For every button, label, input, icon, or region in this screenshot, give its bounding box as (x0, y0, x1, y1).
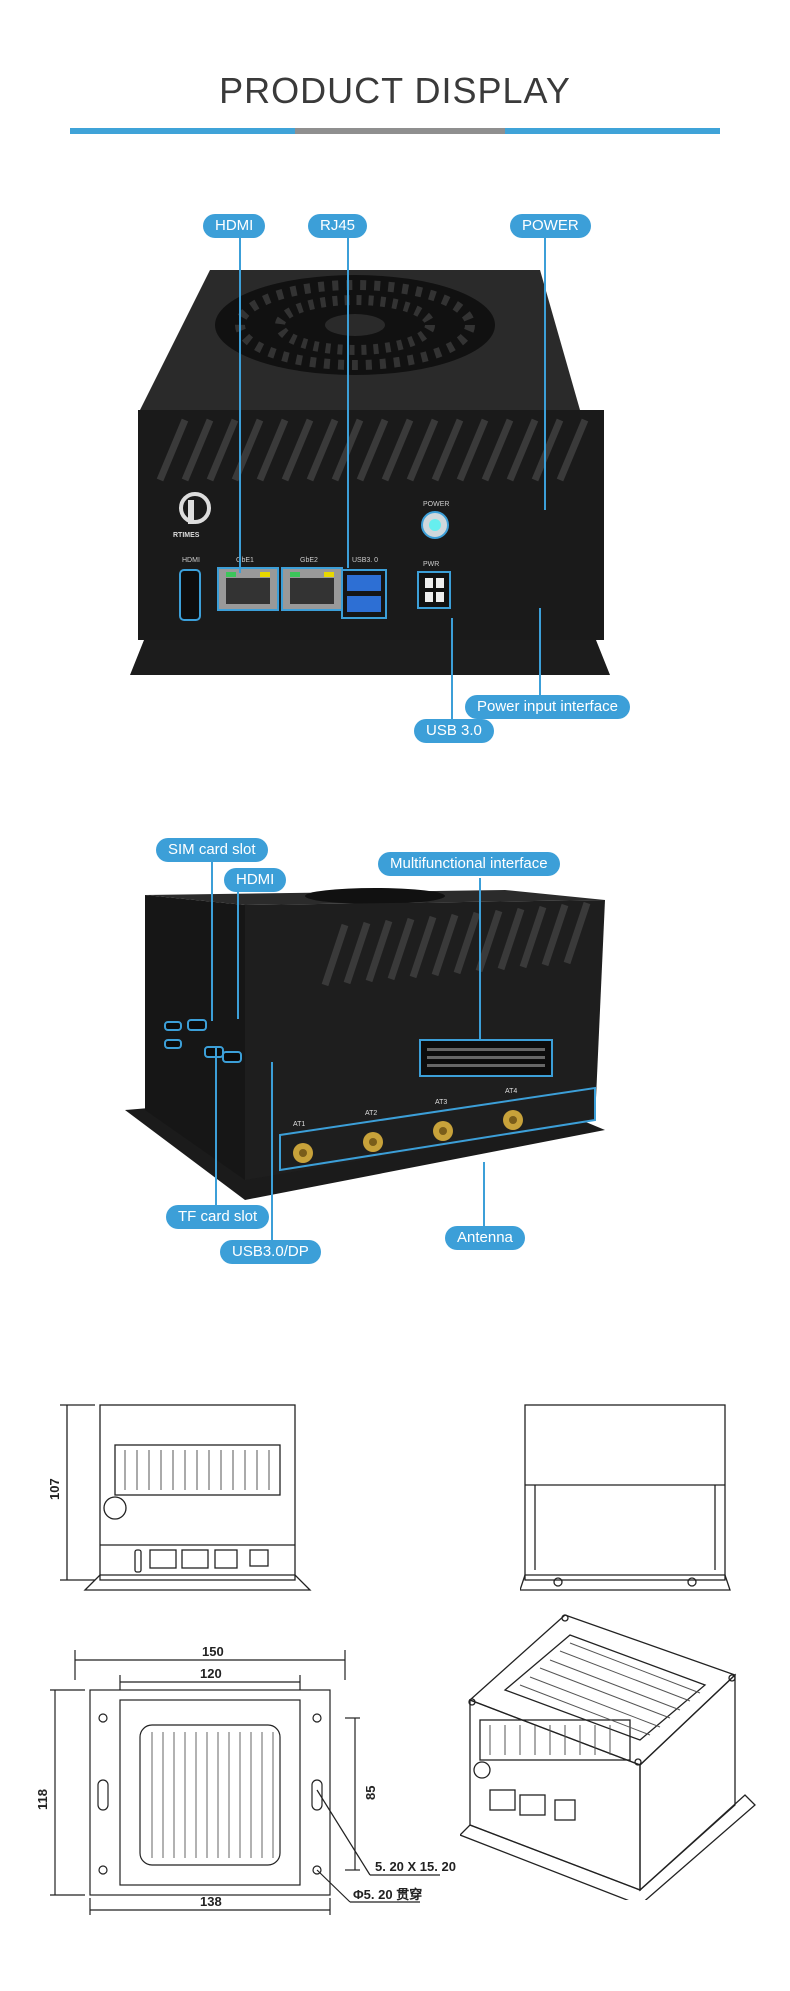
dim-base-width: 138 (200, 1894, 222, 1909)
callout-line-usb-v (451, 618, 453, 720)
panel-label-gbe2: GbE2 (300, 557, 318, 564)
title-underline-middle (295, 128, 505, 134)
drawing-front-elevation: 107 (47, 1404, 312, 1591)
title-underline-left (70, 128, 295, 134)
dim-top-depth: 118 (35, 1789, 50, 1810)
antenna-label-at2: AT2 (365, 1110, 377, 1117)
antenna-label-at4: AT4 (505, 1088, 517, 1095)
dim-hole-diameter: Φ5. 20 贯穿 (353, 1887, 422, 1902)
page-title: PRODUCT DISPLAY (219, 70, 571, 111)
callout-hdmi: HDMI (203, 214, 266, 238)
callout-power: POWER (510, 214, 591, 238)
panel-label-power: POWER (423, 501, 449, 508)
callout-usb3-dp: USB3.0/DP (220, 1240, 321, 1264)
panel-label-hdmi: HDMI (182, 557, 200, 564)
dim-slot-size: 5. 20 X 15. 20 (375, 1859, 456, 1874)
callout-line-power (544, 238, 546, 510)
callout-line-multi (479, 878, 481, 1040)
callout-multifunctional-interface: Multifunctional interface (378, 852, 560, 876)
drawing-top-view: 150 120 118 85 5. 20 X 15. 20 138 Φ5. 20… (35, 1644, 456, 1915)
antenna-label-at3: AT3 (435, 1099, 447, 1106)
callout-usb: USB 3.0 (414, 719, 494, 743)
callout-line-usbdp (271, 1062, 273, 1244)
title-underline-right (505, 128, 720, 134)
brand-logo-text: RTIMES (173, 532, 200, 539)
panel-label-pwr: PWR (423, 561, 439, 568)
callout-line-tf (215, 1048, 217, 1220)
drawing-isometric (460, 1614, 756, 1900)
dim-top-width-inner: 120 (200, 1666, 222, 1681)
drawing-rear-elevation (520, 1404, 731, 1591)
callout-side-hdmi: HDMI (224, 868, 287, 892)
callout-rj45: RJ45 (308, 214, 368, 238)
callout-sim-card-slot: SIM card slot (156, 838, 268, 862)
side-view-device: AT1 AT2 AT3 AT4 (125, 888, 605, 1200)
antenna-label-at1: AT1 (293, 1121, 305, 1128)
callout-line-antenna (483, 1162, 485, 1237)
callout-line-rj45 (347, 238, 349, 568)
callout-power-input: Power input interface (465, 695, 630, 719)
callout-line-side-hdmi (237, 883, 239, 1019)
callout-line-sim (211, 853, 213, 1021)
callout-line-pwr-v (539, 608, 541, 698)
callout-tf-card-slot: TF card slot (166, 1205, 270, 1229)
dim-hole-spacing: 85 (363, 1786, 378, 1800)
front-view-device: HDMI GbE1 GbE2 USB3. 0 POWER PWR RTIMES (130, 270, 610, 675)
panel-label-usb: USB3. 0 (352, 557, 378, 564)
dim-top-width-outer: 150 (202, 1644, 224, 1659)
panel-label-gbe1: GbE1 (236, 557, 254, 564)
callout-line-hdmi (239, 238, 241, 573)
dim-front-height: 107 (47, 1478, 62, 1500)
callout-antenna: Antenna (445, 1226, 525, 1250)
